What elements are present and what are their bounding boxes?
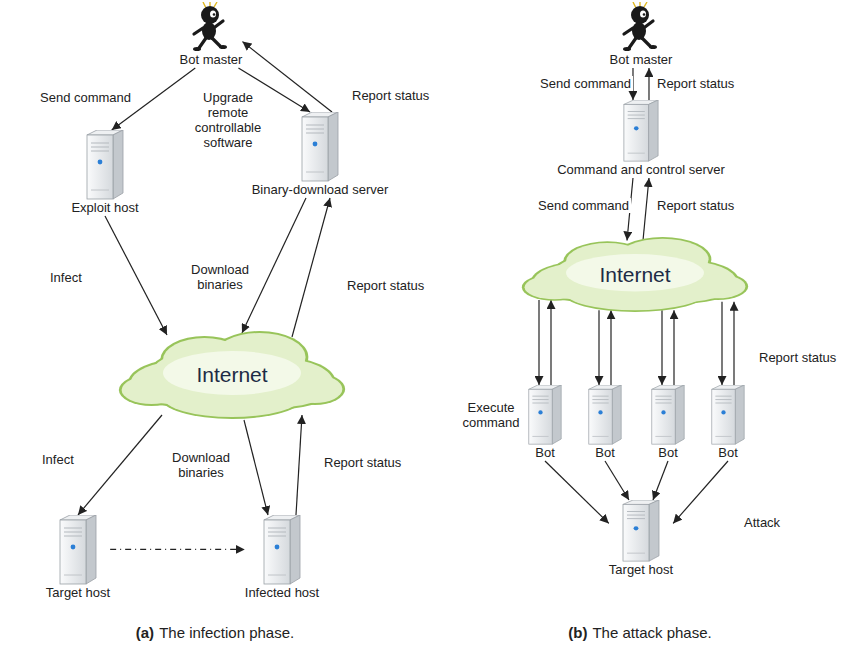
node-label: Exploit host <box>71 200 138 216</box>
node-label: Target host <box>609 562 673 578</box>
node-label: Command and control server <box>557 162 725 178</box>
connector-arrow <box>545 461 609 523</box>
internet-cloud: Internet <box>520 232 750 317</box>
connector-arrow <box>598 310 599 385</box>
edge-label: Send command <box>536 198 631 213</box>
panel-letter: (b) <box>568 624 587 641</box>
node-label: Target host <box>46 585 110 601</box>
edge-label: Report status <box>655 198 736 213</box>
connector-arrow <box>648 68 649 100</box>
server-icon <box>85 130 125 200</box>
server-icon <box>650 385 686 445</box>
edge-label: Execute command <box>458 400 524 430</box>
node-label: Bot <box>527 445 563 461</box>
server-node: Bot <box>587 385 623 461</box>
connector-arrow <box>610 310 611 385</box>
connector-arrow <box>605 461 629 500</box>
panel-caption: (b) The attack phase. <box>568 624 711 642</box>
connector-arrow <box>653 461 668 500</box>
server-node: Bot <box>527 385 563 461</box>
edge-label: Report status <box>757 350 838 365</box>
connector-arrow <box>292 198 330 337</box>
server-icon <box>527 385 563 445</box>
caption-text: The infection phase. <box>159 624 294 641</box>
edge-label: Send command <box>538 76 633 91</box>
panel-letter: (a) <box>136 624 154 641</box>
server-node: Exploit host <box>71 130 138 216</box>
server-icon <box>262 515 302 585</box>
node-label: Internet <box>117 363 347 387</box>
edge-label: Upgrade remote controllable software <box>186 90 270 150</box>
connector-arrow <box>733 302 734 385</box>
node-label: Binary-download server <box>252 182 389 198</box>
edge-label: Send command <box>38 90 133 105</box>
edge-label: Attack <box>742 515 782 530</box>
bot-master-figure <box>616 2 666 52</box>
edge-label: Download binaries <box>163 450 239 480</box>
node-label: Bot <box>710 445 746 461</box>
connector-arrow <box>110 549 245 550</box>
server-icon <box>621 500 661 562</box>
edge-label: Download binaries <box>183 262 257 292</box>
server-icon <box>710 385 746 445</box>
server-node: Binary-download server <box>252 112 389 198</box>
edge-label: Report status <box>655 76 736 91</box>
panel-caption: (a) The infection phase. <box>136 624 294 642</box>
caption-text: The attack phase. <box>592 624 711 641</box>
server-node: Target host <box>609 500 673 578</box>
connector-arrow <box>105 216 167 335</box>
internet-cloud: Internet <box>117 325 347 425</box>
server-node: Command and control server <box>557 100 725 178</box>
edge-label: Report status <box>322 455 403 470</box>
bot-master-node: Bot master <box>610 2 673 68</box>
server-node: Infected host <box>245 515 319 601</box>
server-icon <box>622 100 660 162</box>
node-label: Bot master <box>180 52 243 68</box>
connector-arrow <box>550 300 551 385</box>
edge-label: Report status <box>350 88 431 103</box>
server-icon <box>587 385 623 445</box>
node-label: Internet <box>520 263 750 287</box>
node-label: Bot <box>587 445 623 461</box>
edge-label: Report status <box>345 278 426 293</box>
edge-label: Infect <box>40 452 76 467</box>
node-label: Infected host <box>245 585 319 601</box>
server-icon <box>300 112 340 182</box>
connector-arrow <box>296 415 302 515</box>
server-icon <box>58 515 98 585</box>
edge-label: Infect <box>48 270 84 285</box>
server-node: Target host <box>46 515 110 601</box>
connector-arrow <box>661 310 662 385</box>
connector-arrow <box>78 415 162 515</box>
bot-master-node: Bot master <box>180 2 243 68</box>
server-node: Bot <box>710 385 746 461</box>
node-label: Bot <box>650 445 686 461</box>
bot-master-figure <box>186 2 236 52</box>
connector-arrow <box>673 461 728 523</box>
server-node: Bot <box>650 385 686 461</box>
node-label: Bot master <box>610 52 673 68</box>
connector-arrow <box>244 420 268 515</box>
connector-arrow <box>538 300 539 385</box>
connector-arrow <box>673 310 674 385</box>
connector-arrow <box>721 302 722 385</box>
connector-arrow <box>643 178 649 241</box>
